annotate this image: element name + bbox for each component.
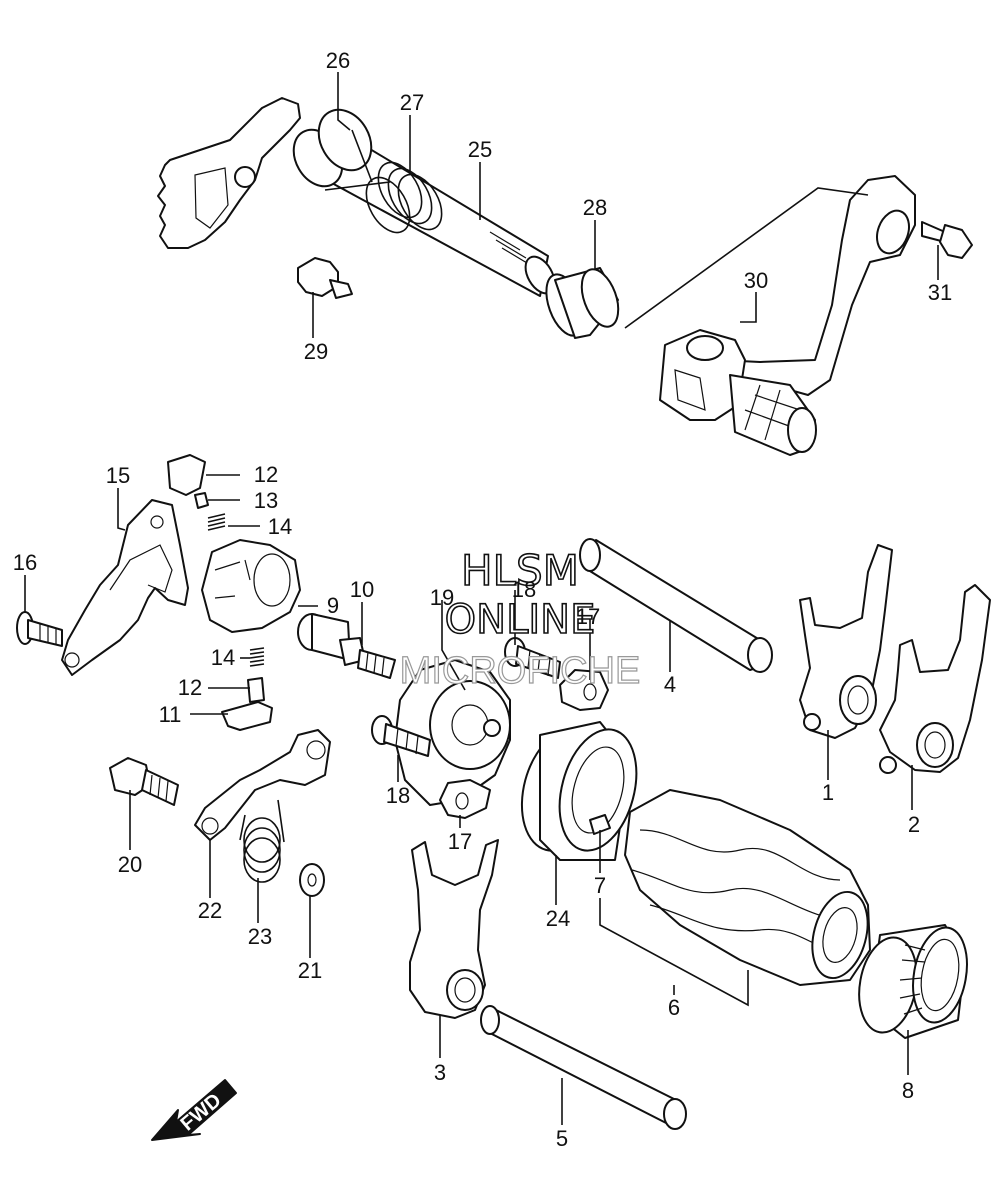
fork-shaft-upper xyxy=(579,538,773,673)
callout-9: 9 xyxy=(327,593,339,618)
shift-arm-assembly xyxy=(109,729,331,897)
callout-25: 25 xyxy=(468,137,492,162)
cam-bolt xyxy=(297,613,396,679)
callout-5: 5 xyxy=(556,1126,568,1151)
stopper-bolt xyxy=(297,257,353,299)
callout-4: 4 xyxy=(664,672,676,697)
callout-17-top: 17 xyxy=(576,604,600,629)
pawl-pin xyxy=(194,492,209,509)
callout-22: 22 xyxy=(198,898,222,923)
shift-lever-plate xyxy=(157,97,301,249)
watermark: HLSM ONLINE MICROFICHE xyxy=(399,545,641,692)
center-bolt-lower xyxy=(371,715,431,757)
callout-14-top: 14 xyxy=(268,514,292,539)
callout-14-bottom: 14 xyxy=(211,645,235,670)
callout-13: 13 xyxy=(254,488,278,513)
watermark-line3: MICROFICHE xyxy=(400,650,641,692)
callout-16: 16 xyxy=(13,550,37,575)
callout-26: 26 xyxy=(326,48,350,73)
center-bolt-upper xyxy=(504,637,561,679)
cam-drive-assembly xyxy=(371,637,609,819)
callout-30: 30 xyxy=(744,268,768,293)
drum-pin xyxy=(589,814,611,835)
cam-plate-lower xyxy=(439,779,491,819)
plate-screw xyxy=(16,611,63,647)
watermark-line1: HLSM xyxy=(461,546,579,595)
callout-12-bottom: 12 xyxy=(178,675,202,700)
callout-23: 23 xyxy=(248,924,272,949)
needle-bearing xyxy=(858,924,968,1039)
callout-31: 31 xyxy=(928,280,952,305)
cam-guide-plate xyxy=(61,499,189,676)
callout-24: 24 xyxy=(546,906,570,931)
shift-fork-2 xyxy=(879,584,991,774)
callout-7: 7 xyxy=(594,873,606,898)
shift-arm-spring xyxy=(239,799,285,883)
gearshift-cam-drum xyxy=(624,789,871,986)
callout-18-top: 18 xyxy=(512,577,536,602)
gearshift-shaft-assembly xyxy=(157,97,620,339)
arm-bolt xyxy=(109,757,179,806)
pawl-top xyxy=(167,454,206,496)
gearshift-cam xyxy=(201,539,301,633)
lever-bolt xyxy=(921,221,973,259)
callout-12-top: 12 xyxy=(254,462,278,487)
shift-cam-assembly xyxy=(16,454,396,731)
fwd-arrow: FWD xyxy=(151,1079,237,1141)
cam-stopper xyxy=(221,701,273,731)
watermark-line2: ONLINE xyxy=(445,597,596,643)
callout-10: 10 xyxy=(350,577,374,602)
return-spring xyxy=(324,129,443,234)
callout-19: 19 xyxy=(430,585,454,610)
callout-15: 15 xyxy=(106,463,130,488)
callout-8: 8 xyxy=(902,1078,914,1103)
gearshift-lever-assembly xyxy=(624,175,973,456)
callout-11: 11 xyxy=(159,702,182,727)
washer xyxy=(299,863,325,897)
fork-shaft-lower xyxy=(480,1005,687,1130)
callout-18-bottom: 18 xyxy=(386,783,410,808)
callout-29: 29 xyxy=(304,339,328,364)
callout-28: 28 xyxy=(583,195,607,220)
callout-1: 1 xyxy=(822,780,834,805)
shift-arm xyxy=(194,729,331,841)
callout-27: 27 xyxy=(400,90,424,115)
callout-labels: 26 27 25 28 29 30 31 15 12 13 14 16 9 10… xyxy=(13,48,952,1151)
callout-21: 21 xyxy=(298,958,322,983)
callout-17-bottom: 17 xyxy=(448,829,472,854)
pawl-bottom xyxy=(247,677,265,703)
oil-seal xyxy=(545,267,620,339)
shift-fork-3 xyxy=(409,839,499,1019)
leader-lines xyxy=(24,72,939,1125)
callout-6: 6 xyxy=(668,995,680,1020)
callout-2: 2 xyxy=(908,812,920,837)
shift-fork-1 xyxy=(799,544,893,739)
callout-3: 3 xyxy=(434,1060,446,1085)
callout-20: 20 xyxy=(118,852,142,877)
